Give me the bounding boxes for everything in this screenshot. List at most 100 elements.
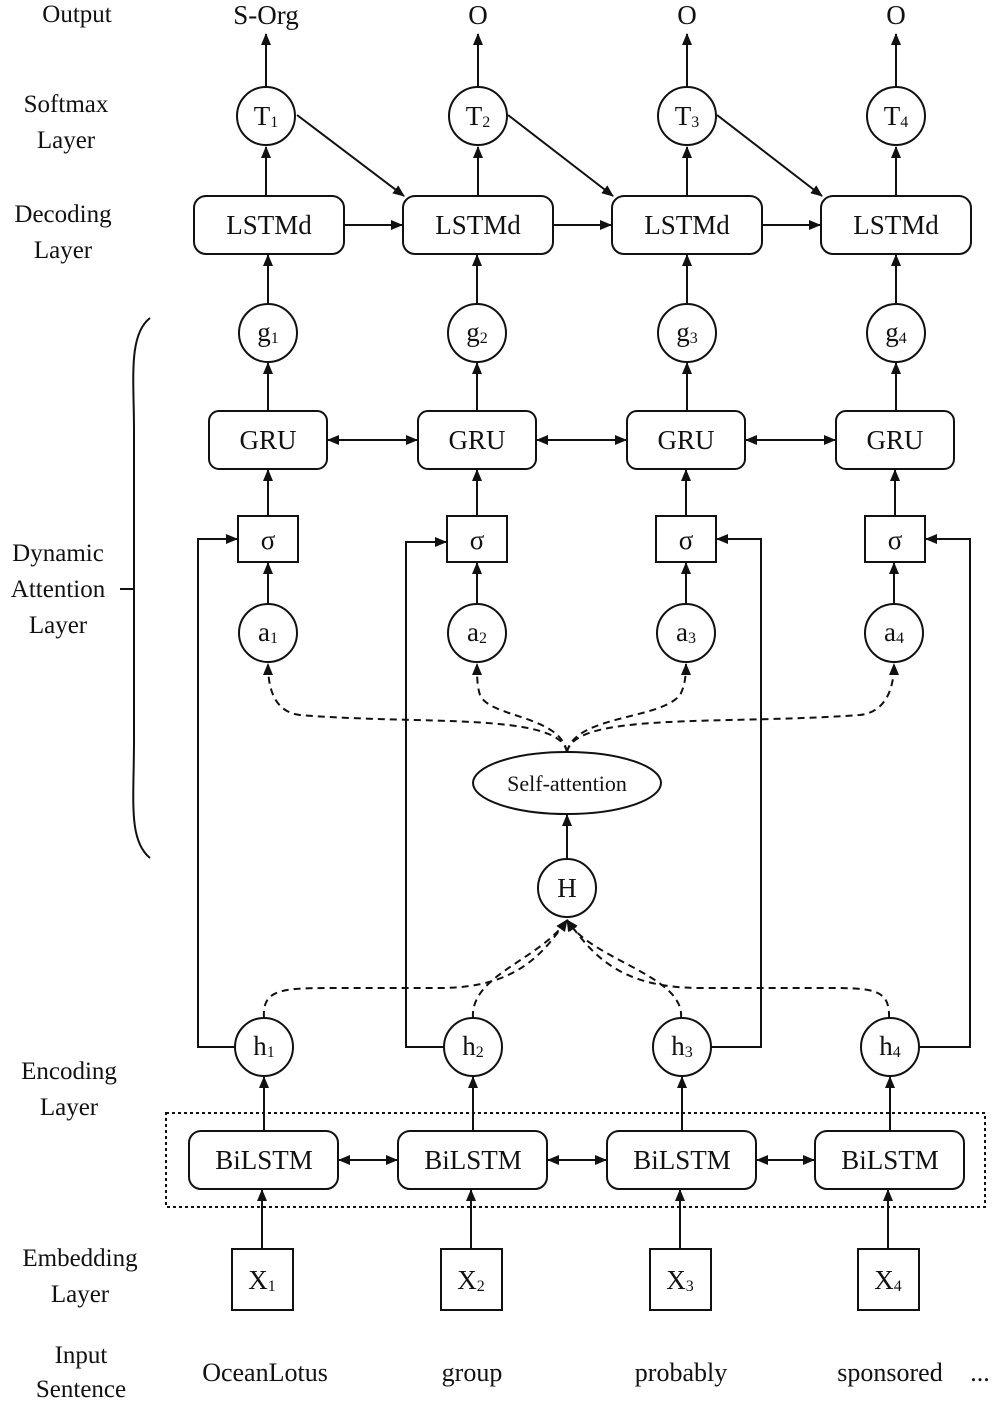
output-layer-label: Output [42,1,112,28]
softmax-node: T3 [657,86,717,146]
svg-text:Self-attention: Self-attention [507,771,627,796]
self-attention-node: Self-attention [472,751,662,815]
attention-weight-node: a2 [447,603,507,663]
softmax-layer-label-line1: Softmax [24,91,109,118]
edge-selfattention-a [566,663,899,753]
svg-text:g1: g1 [257,317,279,347]
attention-weight-node: a4 [864,603,924,663]
edge-h-gate-skip [919,534,971,1048]
g-node: g1 [238,303,298,363]
node-sub: 1 [270,114,278,131]
svg-text:T3: T3 [675,101,700,131]
attention-weight-node: a1 [238,603,298,663]
svg-text:g2: g2 [466,317,488,347]
dynamic-attention-label-line2: Attention [11,576,106,603]
svg-text:g3: g3 [676,317,698,347]
svg-text:LSTMd: LSTMd [435,210,521,240]
softmax-node: T2 [448,86,508,146]
edge-selfattention-a [566,663,691,753]
svg-text:a4: a4 [884,617,904,647]
svg-text:GRU: GRU [866,425,923,455]
node-sub: 4 [900,114,908,131]
hidden-matrix-node: H [537,858,597,918]
svg-text:h1: h1 [253,1031,275,1061]
svg-text:σ: σ [470,525,485,555]
svg-text:X1: X1 [248,1265,276,1295]
input-words: OceanLotus group probably sponsored ... [202,1358,990,1387]
decoder-lstm-box: LSTMd [611,195,763,255]
gru-box: GRU [835,410,955,470]
svg-text:GRU: GRU [239,425,296,455]
svg-text:σ: σ [261,525,276,555]
input-ellipsis: ... [970,1358,990,1387]
output-tag: O [886,0,906,30]
input-word: OceanLotus [202,1358,328,1387]
svg-text:X4: X4 [874,1265,902,1295]
node-base: T [466,101,483,131]
embedding-box: X2 [440,1248,503,1311]
input-word: probably [635,1358,727,1387]
svg-text:a2: a2 [467,617,487,647]
sigmoid-gate: σ [237,515,299,563]
softmax-layer-label-line2: Layer [37,127,96,154]
edge-h-to-H [471,919,568,1019]
edge-h-to-H [566,919,891,1019]
svg-text:h4: h4 [879,1031,901,1061]
edge-softmax-next-decoder [716,114,823,197]
svg-text:X2: X2 [457,1265,485,1295]
encoder-hidden-node: h1 [234,1017,294,1077]
layer-labels: Output Softmax Layer Decoding Layer Dyna… [11,1,138,1402]
gru-box: GRU [417,410,537,470]
svg-text:H: H [557,873,577,903]
input-sentence-label-line1: Input [55,1342,108,1369]
decoder-lstm-box: LSTMd [402,195,554,255]
svg-text:BiLSTM: BiLSTM [841,1145,939,1175]
g-node: g4 [866,303,926,363]
svg-text:σ: σ [888,525,903,555]
attention-weight-node: a3 [656,603,716,663]
encoding-layer-label-line2: Layer [40,1094,99,1121]
encoder-hidden-node: h4 [860,1017,920,1077]
svg-text:BiLSTM: BiLSTM [633,1145,731,1175]
decoding-layer-label-line2: Layer [34,237,93,264]
node-base: T [884,101,901,131]
decoding-layer-label-line1: Decoding [14,201,112,228]
edge-h-to-H [566,919,683,1019]
svg-text:h3: h3 [671,1031,693,1061]
sigmoid-gate: σ [446,515,508,563]
encoding-layer-box [165,1112,986,1208]
g-node: g2 [447,303,507,363]
output-labels: S-Org O O O [233,0,906,30]
embedding-box: X1 [231,1248,294,1311]
softmax-node: T1 [236,86,296,146]
decoder-lstm-box: LSTMd [820,195,972,255]
output-tag: O [468,0,488,30]
svg-text:T4: T4 [884,101,909,131]
edge-h-gate-skip [197,534,238,1048]
svg-text:LSTMd: LSTMd [226,210,312,240]
embedding-box: X3 [649,1248,712,1311]
edge-h-to-H [262,919,568,1019]
encoding-layer-label-line1: Encoding [21,1058,117,1085]
dynamic-attention-label-line1: Dynamic [12,540,104,567]
embedding-layer-label-line1: Embedding [22,1245,138,1272]
svg-text:LSTMd: LSTMd [853,210,939,240]
output-tag: S-Org [233,0,299,30]
svg-text:a3: a3 [676,617,696,647]
edge-softmax-next-decoder [507,114,614,197]
embedding-box: X4 [857,1248,920,1311]
svg-text:T1: T1 [254,101,279,131]
edge-h-gate-skip [405,537,447,1048]
svg-text:T2: T2 [466,101,491,131]
edge-softmax-next-decoder [296,114,405,197]
edge-selfattention-a [263,663,568,753]
node-sub: 3 [691,114,699,131]
decoder-lstm-box: LSTMd [193,195,345,255]
g-node: g3 [657,303,717,363]
softmax-node: T4 [866,86,926,146]
svg-text:X3: X3 [666,1265,694,1295]
svg-text:GRU: GRU [657,425,714,455]
svg-text:BiLSTM: BiLSTM [424,1145,522,1175]
edge-selfattention-a [472,663,568,753]
bilstm-box: BiLSTM [606,1130,757,1190]
